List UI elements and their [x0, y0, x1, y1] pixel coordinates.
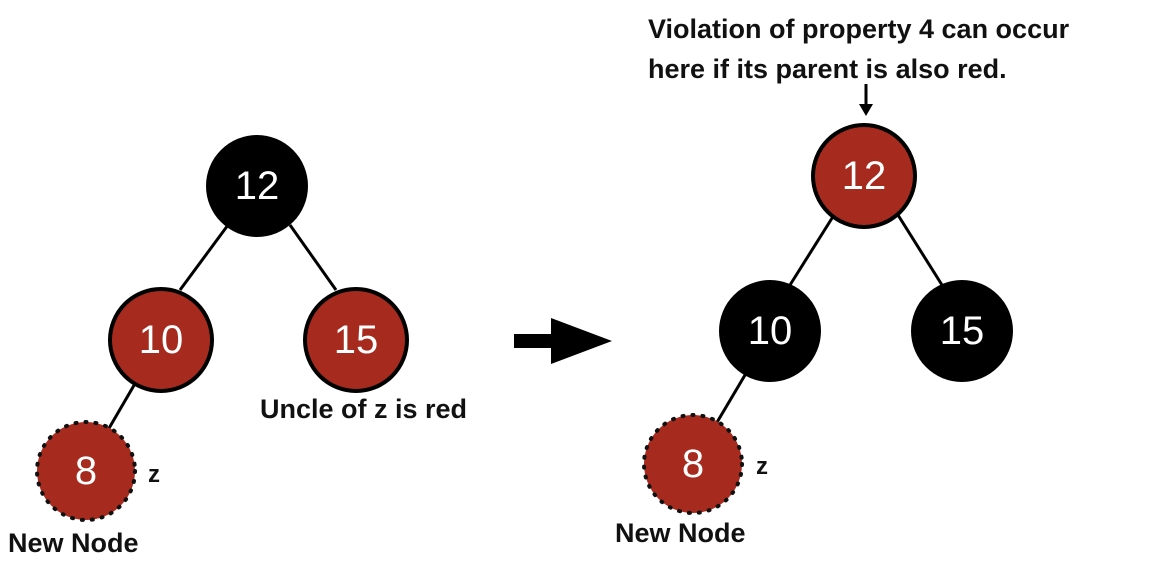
- new-node-caption: New Node: [8, 528, 139, 558]
- node-circle: [719, 280, 821, 382]
- node-circle: [108, 287, 214, 393]
- node-key: 15: [334, 318, 379, 362]
- tree-node-8-new: 8: [642, 413, 744, 515]
- node-circle: [811, 123, 917, 229]
- node-key: 8: [75, 449, 97, 493]
- edge-12-15: [896, 214, 944, 286]
- tree-node-10: 10: [108, 287, 214, 393]
- node-key: 12: [235, 164, 280, 208]
- tree-node-8-new: 8: [35, 420, 137, 522]
- node-key: 10: [139, 318, 184, 362]
- node-circle: [911, 280, 1013, 382]
- node-circle: [206, 135, 308, 237]
- z-label: z: [148, 461, 160, 488]
- before-tree: 12 10 15 8 z New Node Uncle of z is red: [8, 135, 467, 558]
- after-tree: 12 10 15 8 z New Node Violation of prope…: [615, 14, 1070, 548]
- edge-10-8: [714, 369, 750, 425]
- node-key: 10: [748, 309, 793, 353]
- tree-node-10: 10: [719, 280, 821, 382]
- z-label: z: [756, 453, 768, 480]
- violation-note-line2: here if its parent is also red.: [648, 54, 1007, 84]
- right-arrow-icon: [514, 318, 612, 364]
- violation-note-line1: Violation of property 4 can occur: [648, 14, 1070, 44]
- node-key: 12: [842, 154, 887, 198]
- tree-node-12: 12: [206, 135, 308, 237]
- edge-12-15: [288, 224, 338, 291]
- edge-12-10: [788, 214, 836, 286]
- tree-node-15: 15: [303, 287, 409, 393]
- node-key: 15: [940, 309, 985, 353]
- node-key: 8: [682, 442, 704, 486]
- uncle-caption: Uncle of z is red: [260, 394, 467, 424]
- tree-node-12: 12: [811, 123, 917, 229]
- node-circle: [35, 420, 137, 522]
- node-circle: [303, 287, 409, 393]
- edge-12-10: [178, 224, 230, 291]
- down-arrow-icon: [859, 84, 873, 116]
- new-node-caption: New Node: [615, 518, 746, 548]
- tree-node-15: 15: [911, 280, 1013, 382]
- node-circle: [642, 413, 744, 515]
